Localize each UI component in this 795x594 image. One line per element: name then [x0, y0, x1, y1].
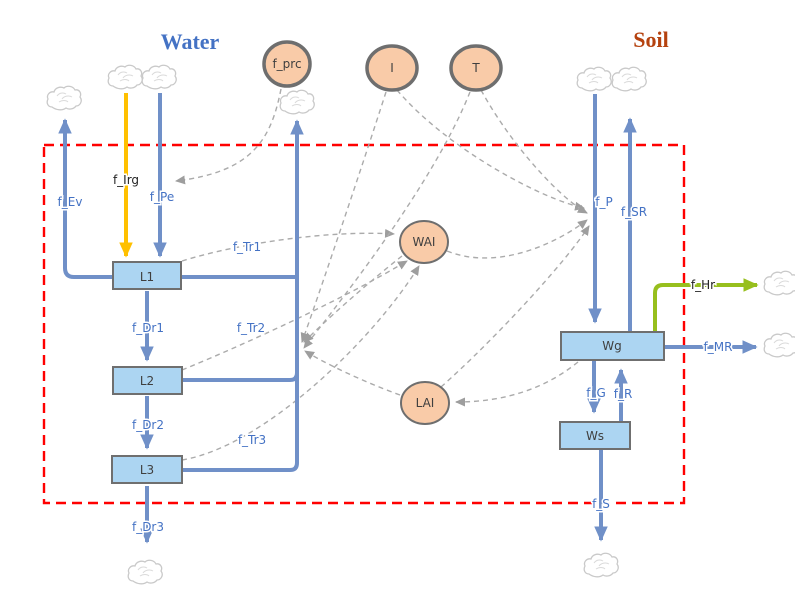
flow-label-f-dr2: f_Dr2 — [132, 418, 164, 432]
stock-l3-label: L3 — [140, 463, 154, 477]
cloud-icon-mr-sink[interactable] — [763, 332, 795, 358]
flow-label-f-tr3: f_Tr3 — [238, 433, 266, 447]
influence-arrows — [175, 88, 590, 461]
variable-wai-label: WAI — [413, 235, 436, 249]
stock-ws[interactable]: Ws — [559, 421, 631, 450]
stock-l3[interactable]: L3 — [111, 455, 183, 484]
influence-fprc-to-fpe — [175, 88, 282, 185]
influence-lai-to-fp — [440, 225, 590, 388]
influence-wai-to-fp — [446, 219, 588, 259]
stock-wg-label: Wg — [602, 339, 621, 353]
system-boundary-box — [42, 143, 686, 505]
influence-t-to-transpiration — [303, 91, 471, 349]
variable-lai-label: LAI — [416, 396, 435, 410]
cloud-icon-precipitation-source[interactable] — [576, 66, 612, 92]
variable-fprc[interactable]: f_prc — [262, 40, 312, 88]
soil-section-title: Soil — [633, 27, 668, 52]
influence-l1-to-wai — [181, 228, 395, 262]
flow-label-f-tr2: f_Tr2 — [237, 321, 265, 335]
variable-i[interactable]: I — [365, 44, 419, 92]
stock-ws-label: Ws — [586, 429, 604, 443]
influence-wg-to-lai — [455, 361, 579, 407]
cloud-icon-hr-sink[interactable] — [763, 270, 795, 296]
flow-label-f-p: f_P — [595, 195, 612, 209]
influence-l3-to-wai — [181, 265, 420, 461]
stock-l1[interactable]: L1 — [112, 261, 182, 290]
flow-label-f-s: f_S — [592, 497, 610, 511]
cloud-icon-evaporation-sink[interactable] — [46, 85, 82, 111]
variable-t[interactable]: T — [449, 44, 503, 92]
variable-t-label: T — [471, 61, 480, 75]
flow-label-f-tr1: f_Tr1 — [233, 240, 261, 254]
flow-label-f-sr: f_SR — [621, 205, 647, 219]
flow-label-f-irg: f_Irg — [113, 173, 139, 187]
influence-i-to-transpiration — [300, 91, 387, 343]
influence-wai-to-transpiration — [303, 255, 403, 343]
flow-label-f-pe: f_Pe — [150, 190, 174, 204]
influence-lai-to-transpiration — [304, 350, 401, 396]
flow-label-f-dr3: f_Dr3 — [132, 520, 164, 534]
stock-l2-label: L2 — [140, 374, 154, 388]
stock-l1-label: L1 — [140, 270, 154, 284]
variable-i-label: I — [390, 61, 394, 75]
cloud-icon-seepage-sink[interactable] — [583, 552, 619, 578]
influence-t-to-fp — [480, 89, 588, 214]
variable-fprc-label: f_prc — [272, 57, 301, 71]
flow-label-f-mr: f_MR — [704, 340, 733, 354]
cloud-icon-surface-runoff-sink[interactable] — [611, 66, 647, 92]
flow-label-f-g: f_G — [586, 386, 606, 400]
water-section-title: Water — [161, 29, 220, 54]
flow-transpiration-pipe[interactable] — [182, 119, 304, 472]
variable-wai[interactable]: WAI — [399, 220, 449, 264]
flow-label-f-hr: f_Hr — [691, 278, 715, 292]
flow-f-hr[interactable] — [653, 278, 759, 332]
stock-wg[interactable]: Wg — [560, 331, 665, 361]
flow-label-f-dr1: f_Dr1 — [132, 321, 164, 335]
cloud-icon-drainage-sink[interactable] — [127, 559, 163, 585]
flow-label-f-r: f_R — [614, 387, 633, 401]
cloud-icon-irrigation-source[interactable] — [107, 64, 143, 90]
cloud-icon-transpiration-sink[interactable] — [279, 89, 315, 115]
influence-i-to-fp — [396, 89, 585, 211]
flow-label-f-ev: f_Ev — [58, 195, 83, 209]
flow-f-ev[interactable] — [58, 118, 113, 279]
variable-lai[interactable]: LAI — [400, 381, 450, 425]
stock-l2[interactable]: L2 — [112, 366, 183, 395]
cloud-icon-rain-source[interactable] — [141, 64, 177, 90]
